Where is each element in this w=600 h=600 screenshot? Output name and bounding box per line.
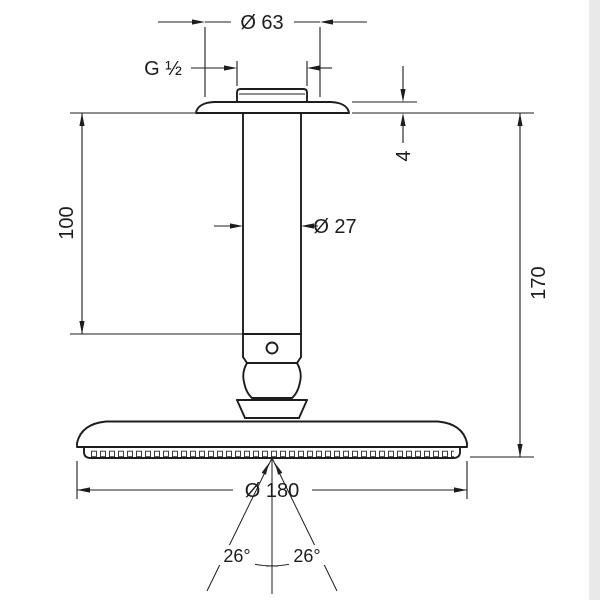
dim-label-overall-height: 170 <box>528 266 550 299</box>
nut-right-side <box>298 399 308 419</box>
nozzle-pattern <box>90 448 454 457</box>
arrowhead <box>79 113 85 126</box>
arrowhead <box>307 65 320 71</box>
joint-housing-taper-right <box>296 356 302 364</box>
ball-left-contour <box>242 362 253 399</box>
collar-outline <box>236 88 308 102</box>
spray-angle-annotation: 26° 26° <box>206 457 338 594</box>
shower-head <box>76 420 468 459</box>
dim-label-flange-thickness: 4 <box>393 150 415 161</box>
arrowhead <box>79 321 85 334</box>
ball-right-contour <box>291 362 302 399</box>
arrowhead <box>275 463 283 475</box>
arrowhead <box>77 487 90 493</box>
spray-angle-right-label: 26° <box>293 546 320 566</box>
dim-flange-thickness: 4 <box>352 66 417 162</box>
ball-joint <box>236 333 308 419</box>
dim-label-top-diameter: Ø 63 <box>240 12 283 34</box>
dim-label-pipe-diameter: Ø 27 <box>313 216 356 238</box>
label-mask <box>219 545 255 565</box>
arrowhead <box>320 19 333 25</box>
dim-thread-size: G ½ <box>144 58 332 86</box>
dim-pipe-length: 100 <box>56 112 243 335</box>
arrowhead <box>301 223 314 229</box>
spray-right-line <box>271 457 338 592</box>
dim-overall-height: 170 <box>417 112 550 458</box>
label-mask <box>289 545 325 565</box>
head-body-outline <box>76 420 468 448</box>
arrowhead <box>261 463 269 475</box>
arrowhead <box>224 65 237 71</box>
dim-label-pipe-length: 100 <box>56 206 78 239</box>
dim-top-flange-diameter: Ø 63 <box>158 12 367 97</box>
joint-pin-hole <box>265 341 279 355</box>
dim-pipe-diameter: Ø 27 <box>214 216 357 238</box>
connector-pipe <box>242 112 302 335</box>
photo-edge-strip <box>589 0 600 600</box>
arrowhead <box>230 223 243 229</box>
nut-left-side <box>236 399 246 419</box>
arrowhead <box>454 487 467 493</box>
ceiling-flange <box>195 88 350 114</box>
spray-left-line <box>206 457 273 592</box>
arrowhead <box>517 113 523 126</box>
arrowhead <box>192 19 205 25</box>
ceiling-plate-outline <box>195 101 350 114</box>
dim-label-thread: G ½ <box>144 58 182 80</box>
spray-angle-left-label: 26° <box>223 546 250 566</box>
arrowhead <box>400 113 406 126</box>
arrowhead <box>517 444 523 457</box>
arrowhead <box>400 89 406 102</box>
joint-housing-taper-left <box>242 356 248 364</box>
